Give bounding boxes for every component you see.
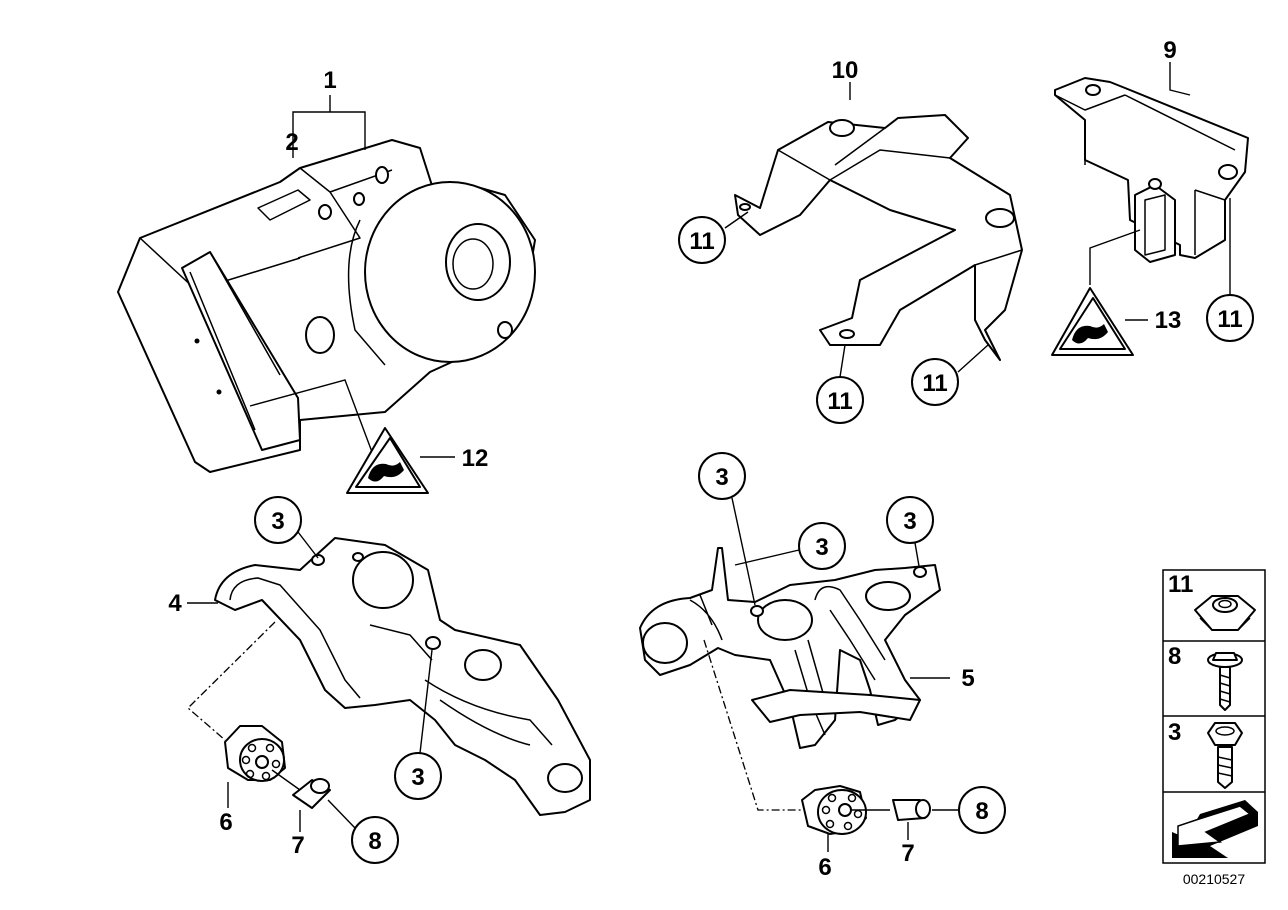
callout-3-group-d: 3 <box>734 522 846 570</box>
leader-6a-dashed <box>187 621 276 741</box>
callout-8-group-b: 8 <box>932 786 1006 834</box>
callout-8-b: 8 <box>975 798 988 825</box>
callout-3-b: 3 <box>411 764 424 791</box>
warning-label-icon <box>346 427 429 494</box>
legend-bolt-number: 3 <box>1168 719 1181 746</box>
callout-9: 9 <box>1163 37 1176 64</box>
callout-6-a: 6 <box>219 809 232 836</box>
bracket-4 <box>214 537 591 816</box>
callout-11-c: 11 <box>922 370 947 397</box>
callout-8-group-a: 8 <box>327 799 399 864</box>
callout-11-d: 11 <box>1217 306 1242 333</box>
callout-3-group-a: 3 <box>254 496 319 559</box>
callout-5: 5 <box>961 665 974 692</box>
sleeve-7a <box>292 778 331 809</box>
legend-screw-number: 8 <box>1168 643 1181 670</box>
callout-10: 10 <box>832 57 859 84</box>
callout-1: 1 <box>323 67 336 94</box>
arrow-left-down-icon <box>1172 800 1258 858</box>
callout-3-e: 3 <box>903 508 916 535</box>
callout-11-group-c: 11 <box>911 344 989 406</box>
callout-3-c: 3 <box>715 464 728 491</box>
callout-11-a: 11 <box>689 228 714 255</box>
callout-7-b: 7 <box>901 840 914 867</box>
bracket-5 <box>639 547 941 749</box>
callout-13: 13 <box>1155 307 1182 334</box>
callout-3-group-b: 3 <box>394 649 442 800</box>
leader-8a-axis <box>271 769 301 791</box>
callout-12: 12 <box>462 445 489 472</box>
callout-11-group-a: 11 <box>678 211 749 264</box>
callout-6-b: 6 <box>818 854 831 881</box>
bolt-icon <box>1207 722 1243 789</box>
screw-icon <box>1207 652 1243 711</box>
warning-label-icon-2 <box>1051 287 1134 356</box>
nut-icon <box>1194 595 1256 631</box>
control-unit-9 <box>1054 77 1249 263</box>
callout-2: 2 <box>285 129 298 156</box>
rubber-mount-6b <box>801 785 867 835</box>
callout-3-group-c: 3 <box>698 452 756 606</box>
leader-1-2 <box>292 95 366 158</box>
leader-9 <box>1169 62 1191 96</box>
leader-6b-dashed <box>703 639 808 811</box>
legend-nut-number: 11 <box>1168 571 1193 598</box>
callout-4: 4 <box>168 590 182 617</box>
callout-7-a: 7 <box>291 832 304 859</box>
diagram-id: 00210527 <box>1183 871 1246 887</box>
leader-13 <box>1089 229 1141 285</box>
sleeve-7b <box>892 799 931 821</box>
callout-3-d: 3 <box>815 534 828 561</box>
callout-3-group-e: 3 <box>886 496 934 567</box>
leader-12 <box>249 379 373 453</box>
callout-11-b: 11 <box>827 388 852 415</box>
abs-hydraulic-unit <box>117 139 536 473</box>
callout-8-a: 8 <box>368 828 381 855</box>
bracket-10 <box>734 114 1023 361</box>
callout-11-group-b: 11 <box>816 344 864 424</box>
callout-3-a: 3 <box>271 508 284 535</box>
parts-legend: 11 8 3 <box>1162 569 1266 864</box>
callout-11-group-d: 11 <box>1206 198 1254 342</box>
